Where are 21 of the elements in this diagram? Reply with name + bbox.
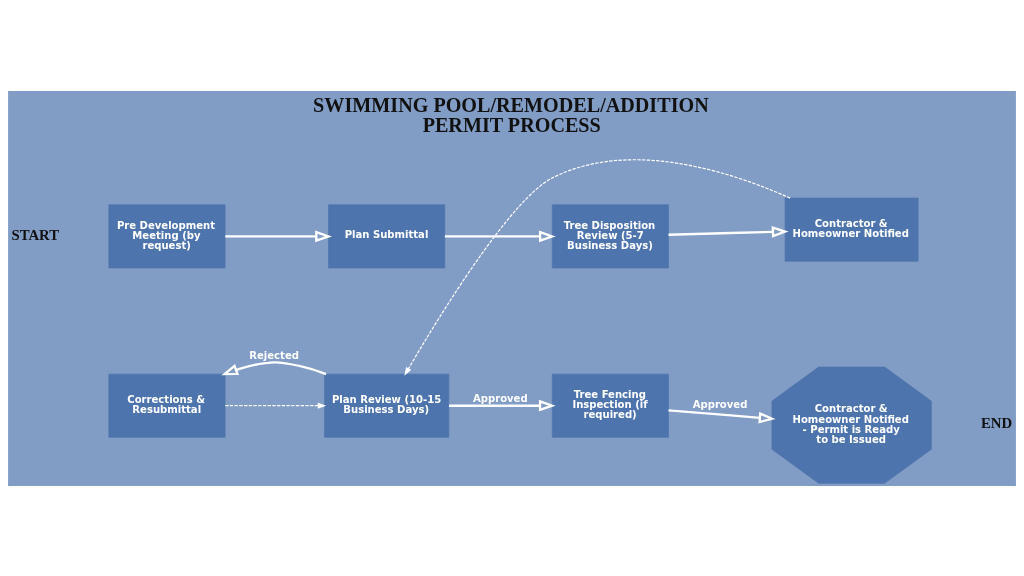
node-box: Tree Disposition Review (5-7 Business Days) [551, 204, 669, 268]
arrow [224, 402, 327, 409]
edge-label: Rejected [249, 349, 299, 361]
node-label: END [980, 414, 1013, 431]
diagram-title: SWIMMING POOL/REMODEL/ADDITION PERMIT PROCESS [313, 93, 709, 136]
node-box: Corrections & Resubmittal [108, 373, 226, 438]
arrow [225, 230, 332, 242]
node-box: Contractor & Homeowner Notified [784, 197, 919, 262]
node-box: Plan Submittal [328, 204, 446, 268]
edge-label: Approved [473, 392, 528, 404]
node-box: Tree Fencing Inspection (if required) [551, 373, 669, 438]
arrow [449, 399, 556, 412]
arrow [444, 230, 556, 242]
arrow [668, 408, 776, 424]
node-box: Plan Review (10-15 Business Days) [324, 373, 450, 438]
node-label: START [11, 225, 60, 242]
arrow [404, 158, 791, 376]
node-box: Pre Development Meeting (by request) [108, 204, 226, 268]
arrow [668, 225, 789, 238]
arrow [221, 360, 327, 375]
edge-label: Approved [692, 398, 748, 410]
